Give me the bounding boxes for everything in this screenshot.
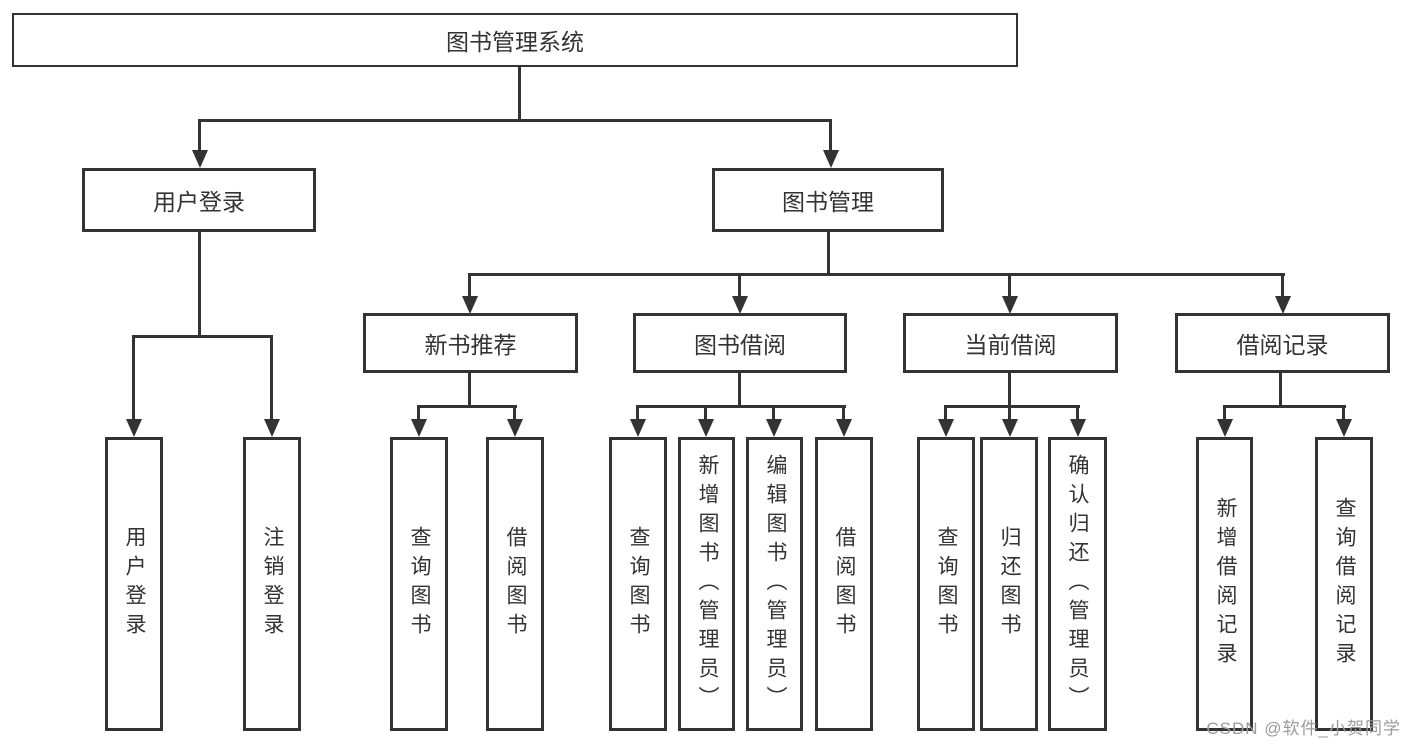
arrow-down-icon xyxy=(270,335,273,419)
leaf-logout-login: 注销登录 xyxy=(243,437,301,731)
leaf-user-login: 用户登录 xyxy=(105,437,163,731)
arrow-down-icon xyxy=(738,273,741,296)
arrow-down-icon xyxy=(1342,405,1345,419)
arrow-down-icon xyxy=(842,405,845,419)
arrow-down-icon xyxy=(1008,405,1011,419)
arrow-down-icon xyxy=(468,273,471,296)
connector-line xyxy=(636,405,846,408)
node-book-borrow-label: 图书借阅 xyxy=(694,332,786,358)
arrow-down-icon xyxy=(417,405,420,419)
node-library-management-system: 图书管理系统 xyxy=(12,13,1018,67)
leaf-query-book: 查询图书 xyxy=(390,437,448,731)
connector-line xyxy=(468,273,1285,276)
connector-line xyxy=(738,372,741,408)
leaf-confirm-return-admin: 确认归还（管理员） xyxy=(1048,437,1107,731)
arrow-down-icon xyxy=(704,405,707,419)
connector-line xyxy=(198,231,201,338)
leaf-add-book-admin: 新增图书（管理员） xyxy=(678,437,735,731)
leaf-edit-book-admin: 编辑图书（管理员） xyxy=(746,437,803,731)
node-user-login: 用户登录 xyxy=(82,168,316,232)
leaf-query-book-3: 查询图书 xyxy=(917,437,975,731)
leaf-borrow-book: 借阅图书 xyxy=(486,437,544,731)
connector-line xyxy=(132,335,273,338)
arrow-down-icon xyxy=(513,405,516,419)
connector-line xyxy=(518,66,521,122)
leaf-query-book-2: 查询图书 xyxy=(609,437,667,731)
node-library-management-system-label: 图书管理系统 xyxy=(446,29,584,55)
leaf-add-borrow-record: 新增借阅记录 xyxy=(1196,437,1253,731)
connector-line xyxy=(198,119,832,122)
arrow-down-icon xyxy=(944,405,947,419)
node-book-borrow: 图书借阅 xyxy=(633,313,847,373)
arrow-down-icon xyxy=(132,335,135,419)
connector-line xyxy=(1279,372,1282,408)
connector-line xyxy=(944,405,1080,408)
leaf-return-book: 归还图书 xyxy=(980,437,1038,731)
connector-line xyxy=(417,405,517,408)
connector-line xyxy=(827,231,830,276)
arrow-down-icon xyxy=(636,405,639,419)
node-current-borrow-label: 当前借阅 xyxy=(964,332,1057,358)
node-borrow-records: 借阅记录 xyxy=(1175,313,1390,373)
connector-line xyxy=(1008,372,1011,408)
arrow-down-icon xyxy=(829,119,832,150)
arrow-down-icon xyxy=(1076,405,1079,419)
arrow-down-icon xyxy=(1281,273,1284,296)
node-new-book-recommend: 新书推荐 xyxy=(363,313,578,373)
node-user-login-label: 用户登录 xyxy=(153,189,245,215)
leaf-query-borrow-record: 查询借阅记录 xyxy=(1315,437,1373,731)
arrow-down-icon xyxy=(1008,273,1011,296)
csdn-watermark: CSDN @软件_小贺同学 xyxy=(1206,719,1401,738)
node-book-management: 图书管理 xyxy=(712,168,944,232)
connector-line xyxy=(468,372,471,408)
node-borrow-records-label: 借阅记录 xyxy=(1236,332,1329,358)
leaf-borrow-book-2: 借阅图书 xyxy=(815,437,873,731)
arrow-down-icon xyxy=(772,405,775,419)
connector-line xyxy=(1223,405,1346,408)
arrow-down-icon xyxy=(1223,405,1226,419)
node-new-book-recommend-label: 新书推荐 xyxy=(424,332,517,358)
node-current-borrow: 当前借阅 xyxy=(903,313,1118,373)
node-book-management-label: 图书管理 xyxy=(782,189,874,215)
arrow-down-icon xyxy=(198,119,201,150)
